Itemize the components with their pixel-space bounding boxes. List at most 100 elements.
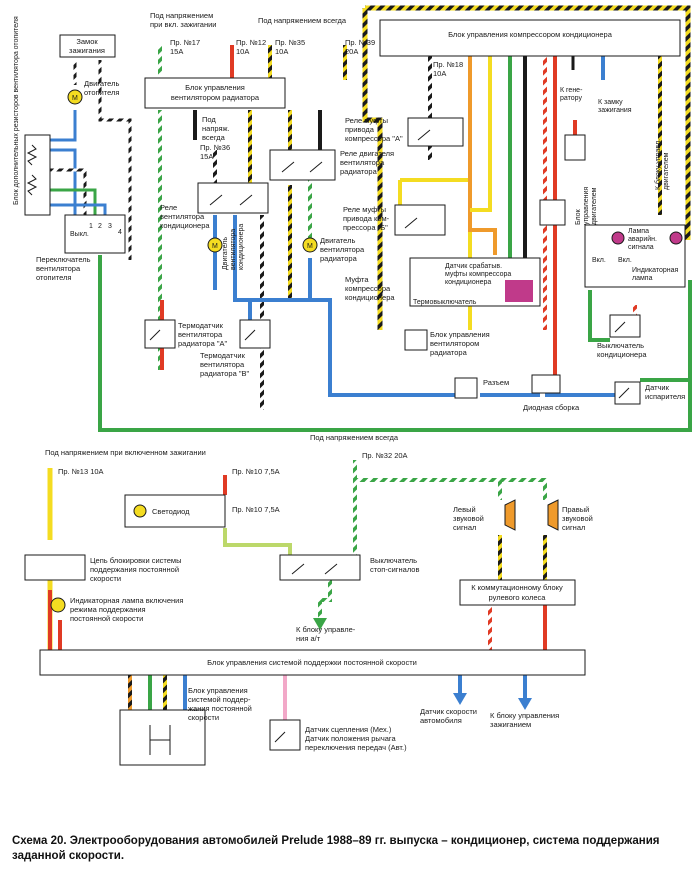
svg-text:Цепь блокировки системы: Цепь блокировки системы: [90, 556, 181, 565]
svg-text:Пр. №13 10A: Пр. №13 10A: [58, 467, 104, 476]
fan-ecu-box: Блок управления вентилятором радиатора: [144, 77, 286, 109]
svg-text:Датчик скорости: Датчик скорости: [420, 707, 477, 716]
svg-text:К замку: К замку: [598, 99, 623, 106]
rad-fan-ecu-small: Блок управления вентилятором радиатора: [404, 329, 490, 357]
svg-text:Датчик сцепления (Мех.): Датчик сцепления (Мех.): [305, 725, 392, 734]
svg-text:Датчик срабатыв.: Датчик срабатыв.: [445, 262, 502, 270]
svg-text:Блок управления системой подде: Блок управления системой поддержки посто…: [207, 658, 417, 667]
bottom-arrows: [313, 618, 532, 710]
cc-indicator-lamp: Индикаторная лампа включения режима подд…: [50, 596, 183, 623]
svg-text:вентилятора: вентилятора: [200, 360, 245, 369]
svg-text:20A: 20A: [345, 47, 358, 56]
svg-text:К коммутационному блоку: К коммутационному блоку: [471, 583, 563, 592]
bottom-headers: Под напряжением при включенном зажигании…: [45, 433, 408, 514]
clutch-switch-box: Датчик сцепления (Мех.) Датчик положения…: [269, 719, 407, 752]
svg-text:Датчик: Датчик: [645, 383, 670, 392]
svg-text:двигателем: двигателем: [591, 187, 598, 225]
actuator-box: Блок управления системой поддер- жания п…: [119, 686, 252, 766]
rad-fan-motor: M Двигатель вентилятора радиатора: [302, 236, 365, 263]
svg-text:переключения передач (Авт.): переключения передач (Авт.): [305, 743, 407, 752]
svg-text:Блок: Блок: [575, 208, 582, 225]
svg-text:рулевого колеса: рулевого колеса: [489, 593, 547, 602]
svg-text:Пр. №39: Пр. №39: [345, 38, 375, 47]
svg-text:радиатора: радиатора: [340, 167, 378, 176]
svg-text:Пр. №17: Пр. №17: [170, 38, 200, 47]
svg-text:вентилятором радиатора: вентилятором радиатора: [171, 93, 260, 102]
svg-text:звуковой: звуковой: [453, 514, 484, 523]
svg-text:кондиционера: кондиционера: [160, 221, 210, 230]
svg-text:компрессора "А": компрессора "А": [345, 134, 403, 143]
svg-text:звуковой: звуковой: [562, 514, 593, 523]
svg-text:отопителя: отопителя: [36, 273, 72, 282]
svg-text:вентилятором: вентилятором: [430, 339, 479, 348]
svg-text:вентилятора: вентилятора: [320, 245, 365, 254]
svg-text:Под напряжением при включенном: Под напряжением при включенном зажигании: [45, 448, 206, 457]
svg-text:кондиционера: кондиционера: [345, 293, 395, 302]
svg-text:Пр. №36: Пр. №36: [200, 143, 230, 152]
horns: Левый звуковой сигнал Правый звуковой си…: [453, 499, 593, 532]
svg-text:скорости: скорости: [90, 574, 121, 583]
svg-text:всегда: всегда: [202, 133, 226, 142]
svg-text:системой поддер-: системой поддер-: [188, 695, 251, 704]
svg-text:Двигатель: Двигатель: [320, 236, 355, 245]
svg-text:вентилятора: вентилятора: [36, 264, 81, 273]
svg-text:сигнал: сигнал: [453, 523, 476, 532]
svg-text:Датчик положения рычага: Датчик положения рычага: [305, 734, 396, 743]
lock-circuit-box: Цепь блокировки системы поддержания пост…: [24, 554, 181, 583]
svg-text:2: 2: [98, 223, 102, 230]
thermo-sensor-a: Термодатчик вентилятора радиатора "А": [144, 319, 228, 349]
steering-unit-box: К коммутационному блоку рулевого колеса: [459, 579, 576, 606]
thermo-sensor-b: Термодатчик вентилятора радиатора "В": [200, 319, 271, 378]
cc-ecu-box: Блок управления системой поддержки посто…: [39, 649, 586, 676]
svg-text:Термовыключатель: Термовыключатель: [413, 299, 477, 306]
svg-text:скорости: скорости: [188, 713, 219, 722]
svg-text:лампа: лампа: [632, 275, 653, 282]
svg-text:двигателем: двигателем: [663, 152, 670, 190]
svg-text:постоянной скорости: постоянной скорости: [70, 614, 143, 623]
svg-text:автомобиля: автомобиля: [420, 716, 462, 725]
svg-text:Под напряжением всегда: Под напряжением всегда: [310, 433, 399, 442]
connector-box: Разъем: [454, 377, 509, 399]
svg-text:Реле: Реле: [160, 203, 177, 212]
svg-text:зажиганием: зажиганием: [490, 720, 531, 729]
svg-text:привода ком-: привода ком-: [343, 214, 390, 223]
ac-fan-motor: M Двигатель вентилятора кондиционера: [207, 224, 245, 270]
svg-text:Выключатель: Выключатель: [597, 341, 644, 350]
svg-text:управления: управления: [583, 187, 590, 225]
clutch-relay-a-box: Реле муфты привода компрессора "А": [345, 116, 464, 147]
svg-text:напряж.: напряж.: [202, 124, 230, 133]
svg-text:муфты компрессора: муфты компрессора: [445, 271, 511, 278]
svg-text:Пр. №35: Пр. №35: [275, 38, 305, 47]
svg-text:M: M: [212, 243, 218, 250]
svg-text:10A: 10A: [433, 69, 446, 78]
svg-text:Блок управления: Блок управления: [430, 330, 490, 339]
svg-text:Блок дополнительных резисторов: Блок дополнительных резисторов вентилято…: [13, 16, 20, 205]
svg-text:Вкл.: Вкл.: [618, 257, 632, 264]
svg-text:радиатора: радиатора: [320, 254, 358, 263]
led-box: Светодиод: [124, 494, 226, 528]
clutch-relay-b-box: Реле муфты привода ком- прессора "Б": [343, 204, 446, 236]
svg-text:Вкл.: Вкл.: [592, 257, 606, 264]
svg-text:Пр. №10 7,5A: Пр. №10 7,5A: [232, 467, 280, 476]
svg-text:радиатора "В": радиатора "В": [200, 369, 250, 378]
svg-text:зажигания: зажигания: [598, 107, 632, 114]
svg-text:кондиционера: кондиционера: [597, 350, 647, 359]
svg-text:Замок: Замок: [76, 37, 98, 46]
compressor-clutch-box: Датчик срабатыв. муфты компрессора конди…: [345, 257, 541, 307]
svg-text:15A: 15A: [170, 47, 183, 56]
svg-text:Реле муфты: Реле муфты: [345, 116, 388, 125]
svg-text:ратору: ратору: [560, 95, 582, 102]
svg-text:Светодиод: Светодиод: [152, 507, 190, 516]
svg-text:Пр. №10 7,5A: Пр. №10 7,5A: [232, 505, 280, 514]
svg-text:3: 3: [108, 223, 112, 230]
svg-text:вентилятора: вентилятора: [160, 212, 205, 221]
svg-text:радиатора "А": радиатора "А": [178, 339, 228, 348]
rad-fan-relay-box: Реле двигателя вентилятора радиатора: [269, 149, 394, 181]
svg-text:Выкл.: Выкл.: [70, 231, 89, 238]
svg-text:Пр. №12: Пр. №12: [236, 38, 266, 47]
svg-text:Муфта: Муфта: [345, 275, 369, 284]
svg-text:испарителя: испарителя: [645, 392, 685, 401]
svg-text:стоп-сигналов: стоп-сигналов: [370, 565, 419, 574]
svg-text:при вкл. зажигании: при вкл. зажигании: [150, 20, 216, 29]
